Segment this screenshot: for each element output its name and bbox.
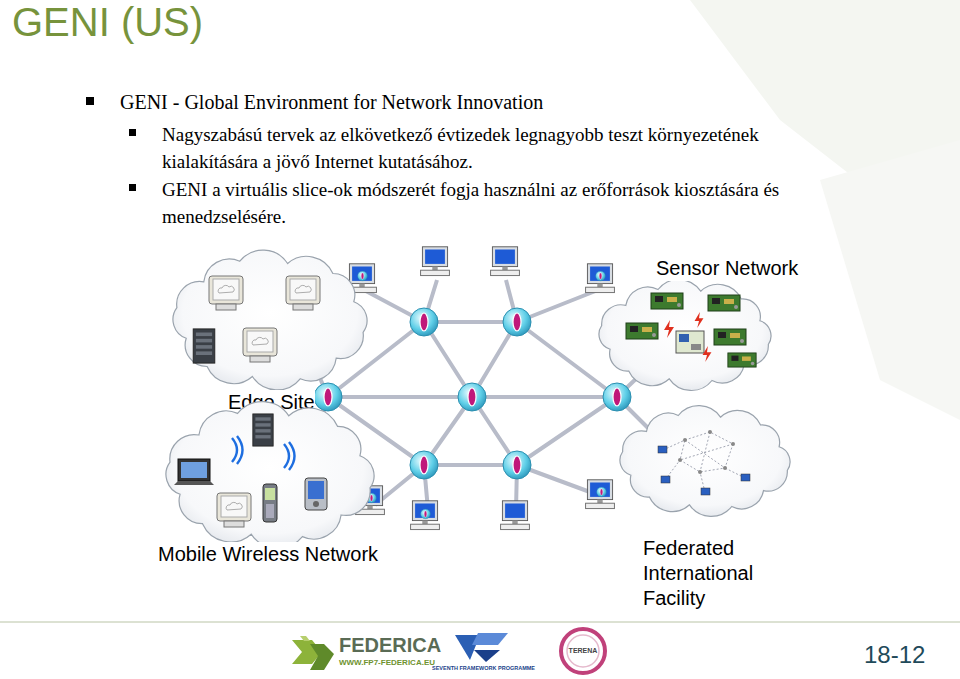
fp7-logo xyxy=(455,633,508,662)
logo-text: TERENA xyxy=(559,646,607,656)
bullet-text: GENI - Global Environment for Network In… xyxy=(120,89,543,115)
logo-url: WWW.FP7-FEDERICA.EU xyxy=(339,658,435,668)
device-icon xyxy=(286,276,320,310)
device-icon xyxy=(695,312,704,328)
bullet-text: GENI a virtuális slice-ok módszerét fogj… xyxy=(162,176,877,230)
device-icon xyxy=(708,295,740,311)
federica-logo xyxy=(292,636,334,670)
network-cloud: Edge Site xyxy=(168,252,373,419)
logo-text: SEVENTH FRAMEWORK PROGRAMME xyxy=(432,665,532,672)
page-number: 18-12 xyxy=(864,641,925,669)
footer-rule xyxy=(0,622,960,623)
cloud-shape xyxy=(173,250,367,390)
device-icon xyxy=(193,329,215,363)
network-cloud: Sensor Network xyxy=(595,250,802,385)
network-cloud: Mobile Wireless Network xyxy=(152,405,417,571)
cloud-label: Federated International Facility xyxy=(643,536,783,611)
cloud-shape xyxy=(599,280,771,391)
device-icon xyxy=(676,331,704,353)
device-icon xyxy=(626,323,658,339)
device-icon xyxy=(651,293,683,309)
device-icon xyxy=(217,493,251,527)
device-icon xyxy=(658,430,750,495)
device-icon xyxy=(714,329,746,345)
device-icon xyxy=(305,478,327,510)
device-icon xyxy=(243,328,277,362)
computers xyxy=(348,247,615,530)
cloud-label: Sensor Network xyxy=(656,256,798,281)
network-cloud: Federated International Facility xyxy=(615,408,800,615)
slide-title: GENI (US) xyxy=(12,0,203,46)
device-icon xyxy=(174,459,214,485)
device-icon xyxy=(664,320,674,338)
device-icon xyxy=(284,442,295,470)
cloud-shape xyxy=(166,402,374,549)
logo-text: FEDERICA xyxy=(339,634,441,656)
cloud-label: Mobile Wireless Network xyxy=(158,542,378,567)
cloud-shape xyxy=(620,406,790,517)
device-icon xyxy=(263,484,277,522)
device-icon xyxy=(703,346,712,362)
background-decoration xyxy=(690,0,960,420)
device-icon xyxy=(728,353,756,367)
device-icon xyxy=(209,276,243,310)
bullet-text: Nagyszabású tervek az elkövetkező évtize… xyxy=(162,121,852,175)
device-icon xyxy=(232,436,243,464)
device-icon xyxy=(253,414,273,446)
